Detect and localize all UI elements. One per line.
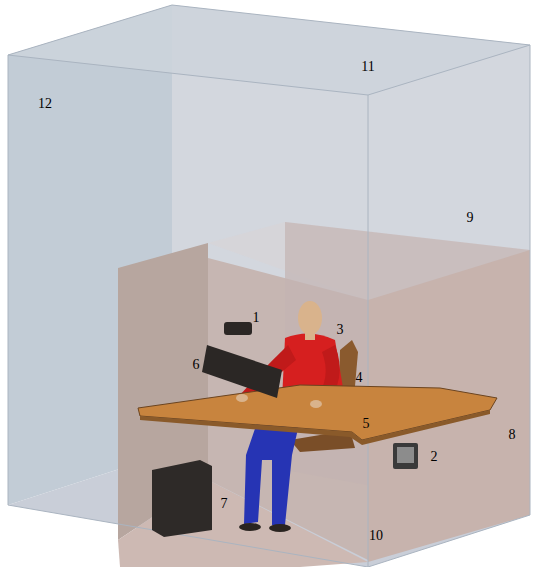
callout-number: 11 — [361, 60, 374, 74]
callout-number: 1 — [253, 311, 260, 325]
device-screen — [397, 447, 414, 463]
callout-number: 8 — [509, 428, 516, 442]
callout-number: 7 — [221, 497, 228, 511]
room-ceiling — [8, 5, 530, 95]
callout-number: 9 — [467, 211, 474, 225]
camera — [224, 322, 252, 335]
desk-edge — [140, 410, 490, 445]
monitor — [202, 345, 282, 398]
shoe — [269, 524, 291, 532]
callout-number: 2 — [431, 450, 438, 464]
callout-number: 3 — [337, 323, 344, 337]
person-hand — [236, 394, 248, 402]
person-head — [298, 301, 322, 335]
callout-number: 10 — [369, 529, 383, 543]
room-edges — [8, 5, 530, 567]
callout-number: 4 — [356, 371, 363, 385]
callout-number: 12 — [38, 97, 52, 111]
callout-number: 5 — [363, 417, 370, 431]
shoe — [239, 523, 261, 531]
computer-tower — [152, 460, 212, 537]
wall-device — [393, 443, 418, 469]
person-legs — [244, 420, 300, 525]
callout-number: 6 — [193, 358, 200, 372]
person-hand — [310, 400, 322, 408]
person-neck — [305, 332, 315, 340]
